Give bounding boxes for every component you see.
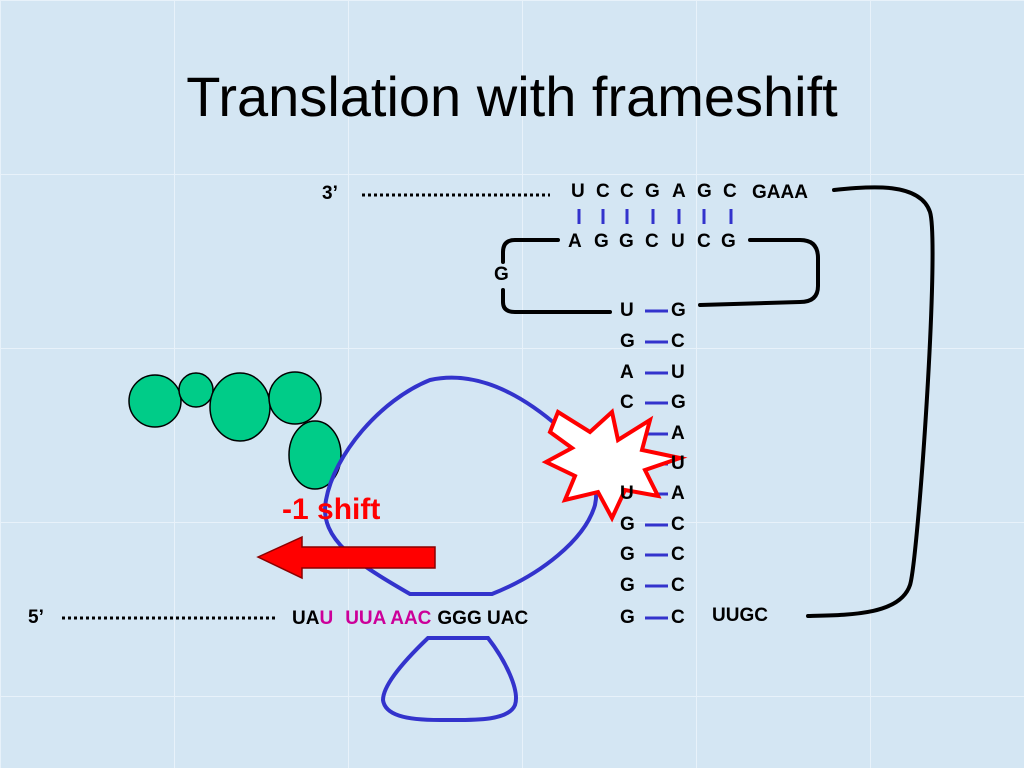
gaaa-loop-label: GAAA (752, 182, 808, 203)
stem-right-base: C (671, 544, 685, 565)
top-base: C (723, 181, 737, 202)
stem-right-base: U (671, 362, 685, 383)
mrna-shifted-base: U (319, 608, 334, 629)
stem-left-base: U (620, 483, 634, 504)
stem-right-base: G (671, 392, 686, 413)
shift-label: -1 shift (282, 493, 381, 526)
three-prime-label: 3’ (322, 183, 338, 204)
top-base: G (697, 181, 712, 202)
stem-left-base: C (620, 392, 634, 413)
peptide-chain (128, 371, 342, 490)
top-base: U (571, 181, 585, 202)
top-base: G (645, 181, 660, 202)
bulge-g-label: G (494, 264, 509, 285)
slide-title: Translation with frameshift (186, 65, 838, 128)
stem-right-base: A (671, 423, 685, 444)
paired-base: C (697, 231, 711, 252)
stem-left-base: U (620, 300, 634, 321)
top-base-pairs (577, 209, 733, 224)
stem-left-base: G (620, 607, 635, 628)
paired-base: G (619, 231, 634, 252)
top-base: C (620, 181, 634, 202)
paired-base: C (645, 231, 659, 252)
paired-base: G (721, 231, 736, 252)
ribosome-small-subunit (380, 636, 518, 723)
stem-left-base: G (620, 544, 635, 565)
stem-right-base: G (671, 300, 686, 321)
mrna-segment: GGG UAC (437, 608, 529, 629)
uugc-label: UUGC (712, 605, 768, 626)
rna-backbone (501, 185, 935, 618)
stem-left-base: G (620, 331, 635, 352)
stem-left-base: G (620, 575, 635, 596)
top-base: C (596, 181, 610, 202)
stem-right-base: C (671, 575, 685, 596)
stem-right-base: C (671, 514, 685, 535)
paired-base: G (594, 231, 609, 252)
paired-base: U (671, 231, 685, 252)
stem-right-base: A (671, 483, 685, 504)
left-arrow-icon (256, 535, 436, 580)
stem-left-base: G (620, 514, 635, 535)
starburst-icon (541, 408, 688, 523)
mrna-segment: UA (292, 608, 320, 629)
stem-right-base: C (671, 331, 685, 352)
paired-base: A (568, 231, 582, 252)
top-base: A (672, 181, 686, 202)
stem-left-base: A (620, 362, 634, 383)
ribosome-large-subunit (323, 375, 599, 596)
mrna-shifted-codons: UUA AAC (345, 608, 432, 629)
five-prime-label: 5’ (28, 607, 44, 628)
stem-right-base: U (671, 453, 685, 474)
stem-right-base: C (671, 607, 685, 628)
